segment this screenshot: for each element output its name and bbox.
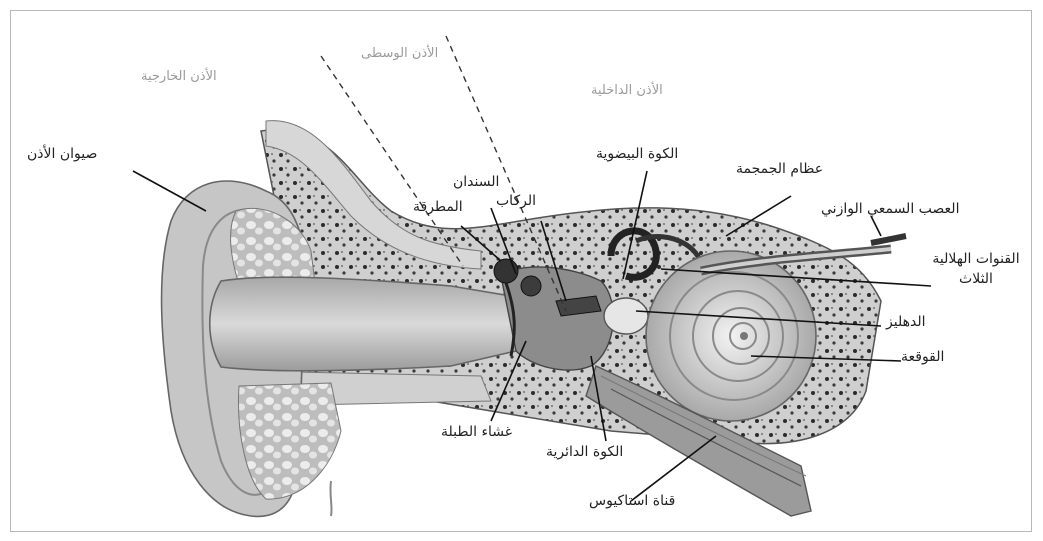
- label-cochlea: القوقعة: [901, 349, 944, 365]
- label-semicircular-canals: القنوات الهلالية الثلاث: [926, 249, 1026, 289]
- label-semicircular-canals-line1: القنوات الهلالية: [926, 249, 1026, 269]
- label-vestibulocochlear-nerve: العصب السمعي الوازني: [821, 201, 959, 217]
- vestibule-shape: [604, 298, 648, 334]
- label-outer-ear: الأذن الخارجية: [141, 69, 217, 84]
- label-malleus: المطرقة: [413, 199, 463, 215]
- label-vestibule: الدهليز: [886, 314, 925, 330]
- earlobe-strand: [330, 481, 331, 516]
- ear-canal: [210, 277, 516, 371]
- leader-nerve: [871, 216, 881, 236]
- label-stapes: الركاب: [496, 193, 536, 209]
- label-oval-window: الكوة البيضوية: [596, 146, 678, 162]
- label-eustachian-tube: قناة استاكيوس: [589, 493, 675, 509]
- diagram-frame: الأذن الخارجية الأذن الوسطى الأذن الداخل…: [10, 10, 1032, 532]
- label-eardrum: غشاء الطبلة: [441, 424, 512, 440]
- label-incus: السندان: [453, 174, 499, 190]
- label-auricle: صيوان الأذن: [27, 146, 97, 162]
- incus-body: [521, 276, 541, 296]
- fat-tissue-lower: [238, 383, 341, 499]
- label-inner-ear: الأذن الداخلية: [591, 83, 663, 98]
- ear-anatomy-illustration: [11, 11, 1031, 531]
- label-semicircular-canals-line2: الثلاث: [926, 269, 1026, 289]
- nerve-stub: [871, 236, 906, 243]
- label-middle-ear: الأذن الوسطى: [361, 46, 438, 61]
- label-skull-bones: عظام الجمجمة: [736, 161, 823, 177]
- label-round-window: الكوة الدائرية: [546, 444, 623, 460]
